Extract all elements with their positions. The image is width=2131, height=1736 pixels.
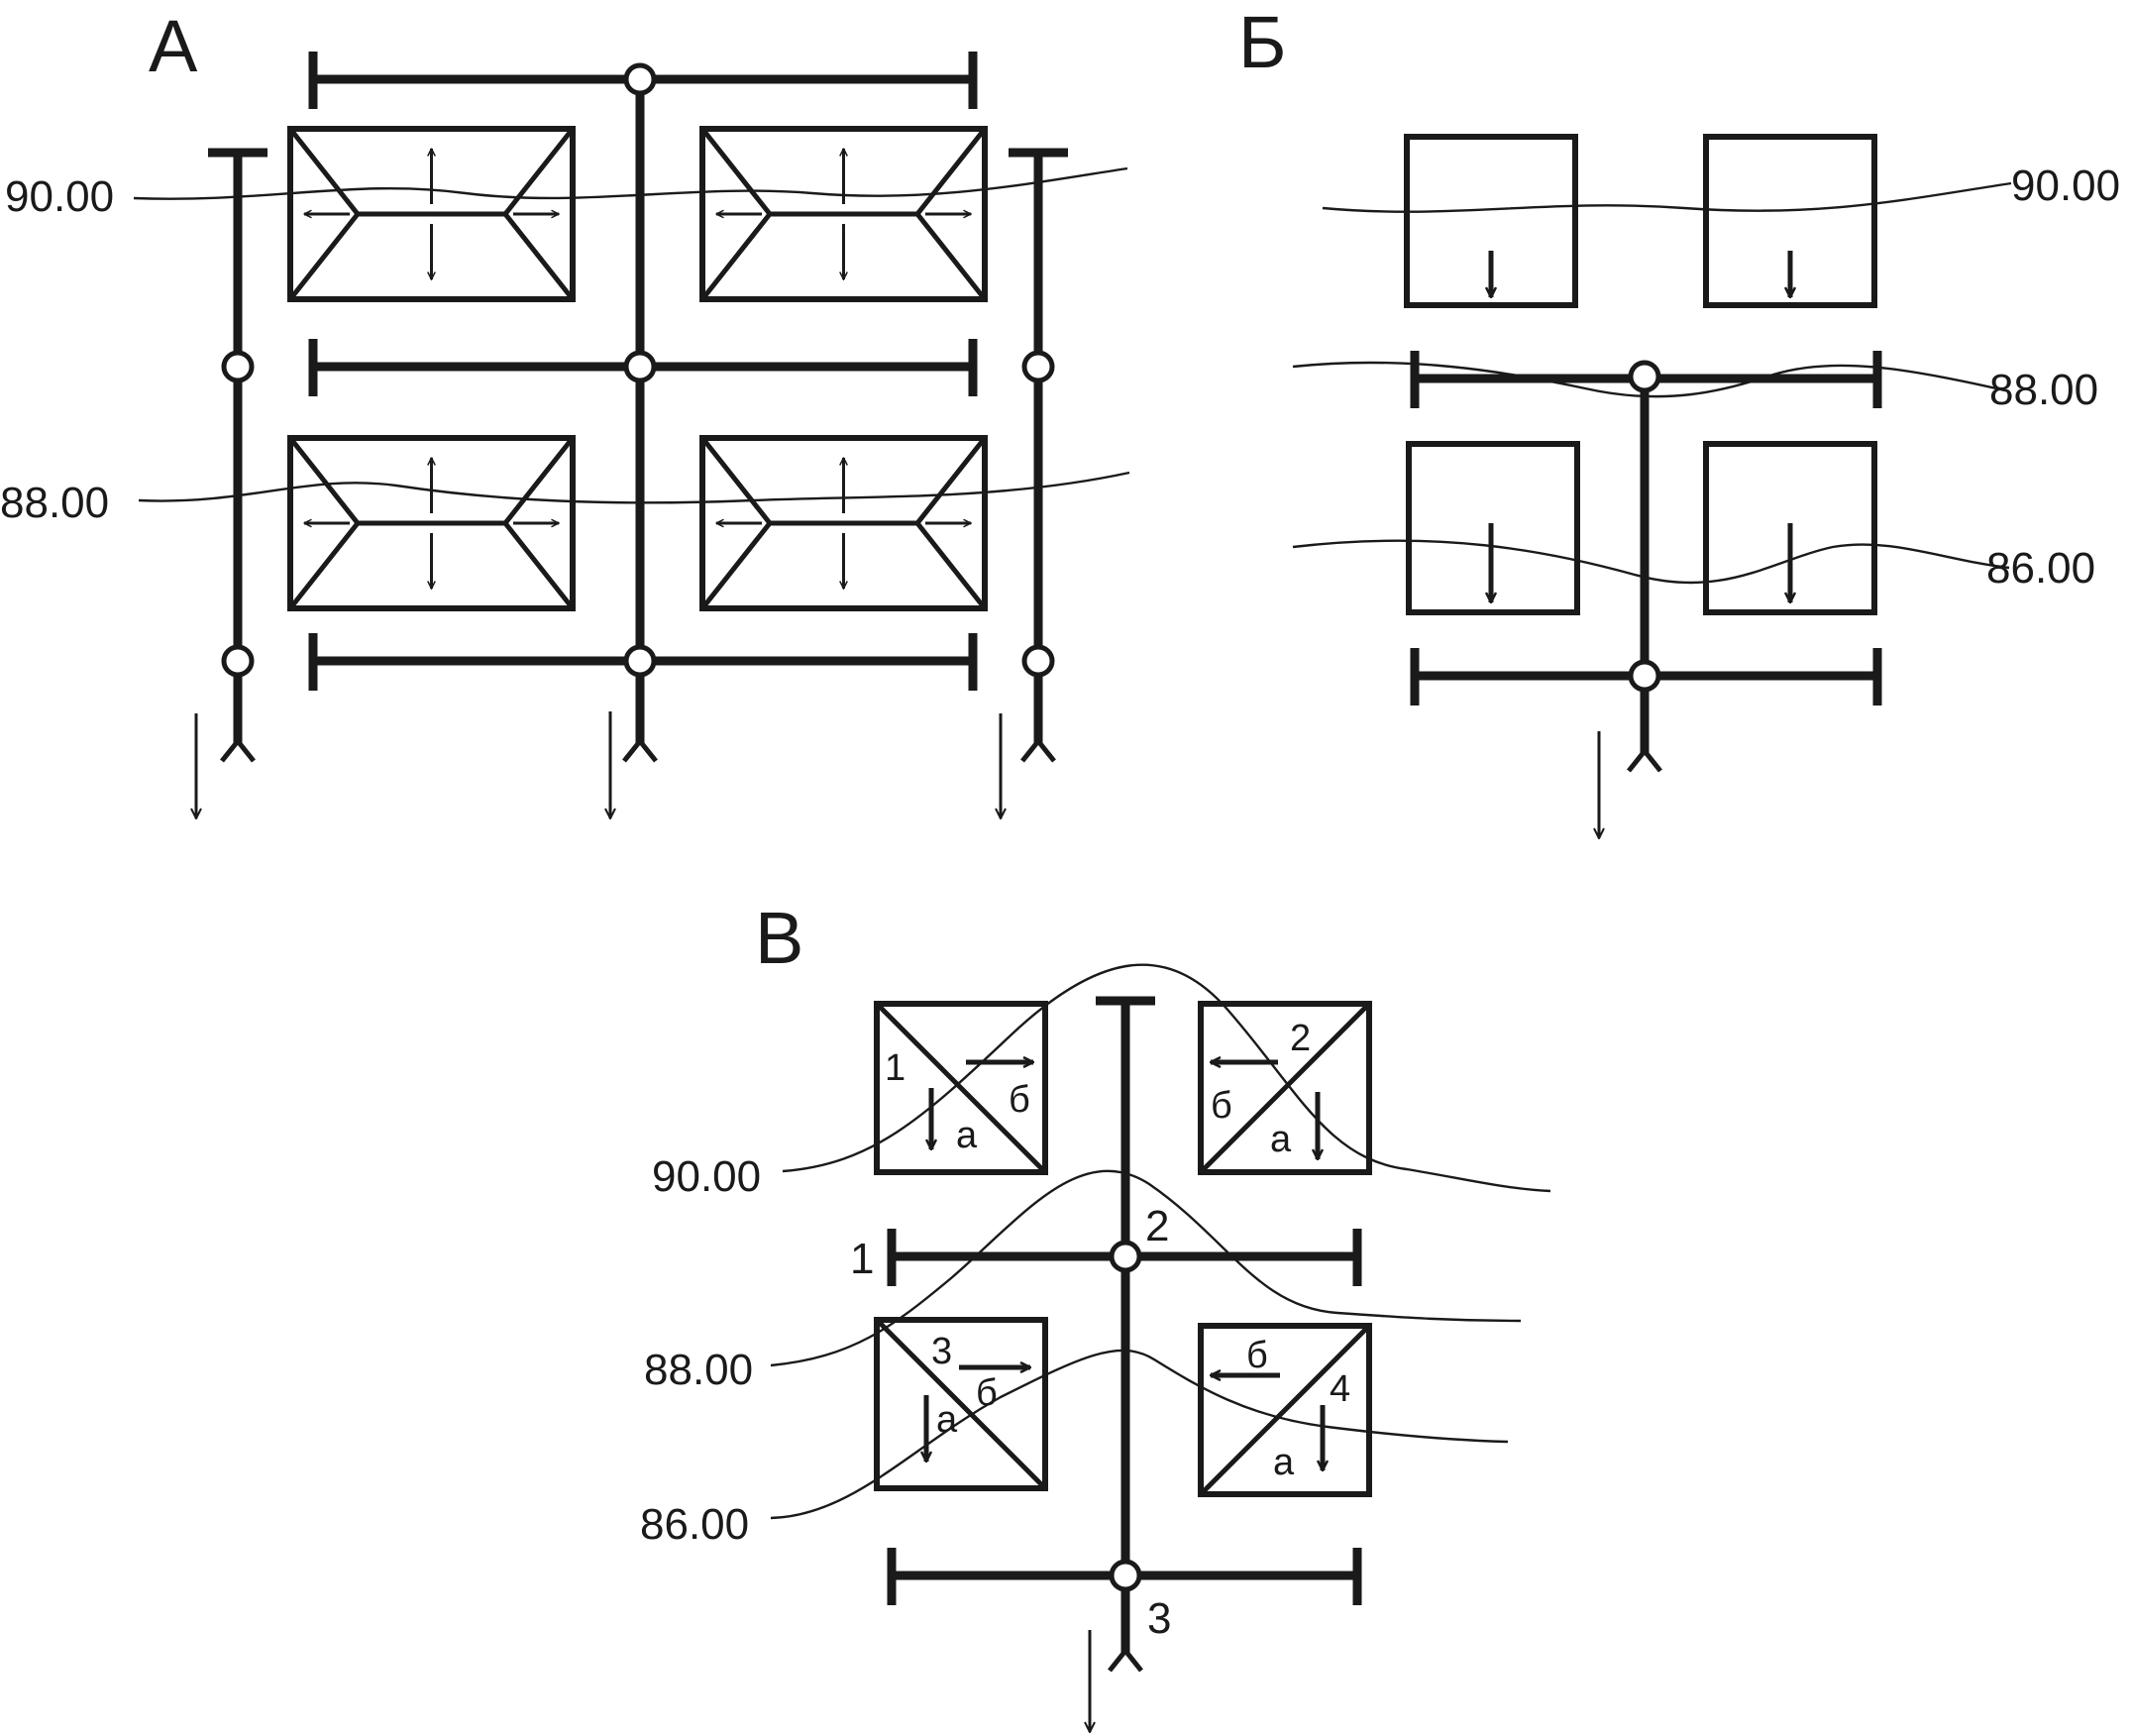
- building-number: 2: [1290, 1018, 1311, 1059]
- road-node: [1021, 350, 1055, 383]
- building-box: [1406, 441, 1580, 615]
- building-hip-roof: [287, 126, 576, 302]
- road-node: [221, 350, 255, 383]
- panel-b-label: Б: [1238, 1, 1287, 83]
- building-1: 1 б а: [874, 1001, 1048, 1175]
- node-number: 3: [1147, 1594, 1171, 1643]
- contour-line-90: [1322, 181, 2012, 213]
- slope-label: а: [956, 1115, 978, 1156]
- building-number: 3: [931, 1331, 952, 1372]
- road-node: [1628, 360, 1661, 393]
- contour-line-86: [770, 1349, 1509, 1520]
- road-node: [221, 644, 255, 678]
- slope-label: б: [1211, 1085, 1232, 1127]
- slope-label: б: [1246, 1335, 1268, 1376]
- building-3: 3 б а: [874, 1317, 1048, 1491]
- contour-line-90: [782, 963, 1551, 1193]
- road-node: [1628, 659, 1661, 693]
- road-node: [1109, 1559, 1142, 1592]
- building-2: 2 б а: [1198, 1001, 1372, 1175]
- slope-label: б: [976, 1372, 998, 1414]
- node-number: 2: [1145, 1202, 1169, 1250]
- building-hip-roof: [699, 435, 988, 611]
- elevation-label-86: 86.00: [1986, 544, 2095, 593]
- node-number: 1: [850, 1235, 874, 1283]
- road-vertical: [1096, 996, 1155, 1673]
- elevation-label-86: 86.00: [640, 1500, 749, 1549]
- panel-v-label: В: [755, 897, 803, 979]
- contour-line-88: [1292, 361, 2010, 398]
- road-node: [623, 62, 657, 96]
- contour-line-88: [770, 1169, 1522, 1367]
- building-number: 1: [885, 1047, 906, 1089]
- elevation-label-90: 90.00: [652, 1152, 761, 1201]
- road-node: [1021, 644, 1055, 678]
- road-node: [623, 350, 657, 383]
- building-hip-roof: [287, 435, 576, 611]
- slope-label: б: [1009, 1079, 1030, 1121]
- building-box: [1404, 134, 1578, 308]
- road-vertical: [622, 79, 658, 763]
- building-4: б 4 а: [1198, 1323, 1372, 1497]
- building-hip-roof: [699, 126, 988, 302]
- contour-line-90: [133, 166, 1128, 200]
- road-vertical: [1627, 379, 1662, 773]
- slope-label: а: [1270, 1119, 1292, 1160]
- elevation-label-90: 90.00: [5, 172, 114, 221]
- building-number: 4: [1330, 1368, 1350, 1410]
- elevation-label-88: 88.00: [1989, 366, 2098, 414]
- slope-label: а: [936, 1399, 958, 1441]
- building-box: [1703, 441, 1877, 615]
- elevation-label-88: 88.00: [644, 1346, 753, 1394]
- road-node: [1109, 1240, 1142, 1273]
- elevation-label-88: 88.00: [0, 479, 109, 527]
- panel-b: Б 90.00 88.00 86.00: [1238, 1, 2120, 838]
- panel-v: В 90.00 88.00 86.00 1 б а 2 б а: [640, 897, 1551, 1732]
- slope-label: а: [1273, 1442, 1295, 1483]
- panel-a: А 90.00 88.00: [0, 5, 1130, 818]
- elevation-label-90: 90.00: [2011, 162, 2120, 210]
- contour-line-86: [1292, 539, 2010, 585]
- road-node: [623, 644, 657, 678]
- panel-a-label: А: [149, 5, 198, 87]
- building-box: [1703, 134, 1877, 308]
